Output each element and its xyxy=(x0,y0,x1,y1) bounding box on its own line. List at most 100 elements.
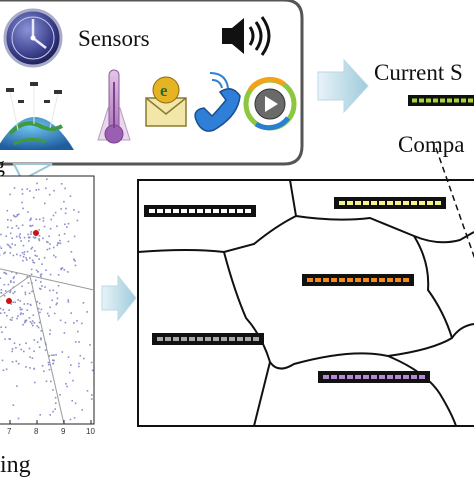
scatter-point xyxy=(64,224,66,226)
scatter-point xyxy=(92,370,94,372)
scatter-point xyxy=(22,208,24,210)
scatter-point xyxy=(48,364,50,366)
scatter-point xyxy=(40,276,42,278)
scatter-point xyxy=(40,337,42,339)
scatter-point xyxy=(16,385,18,387)
scatter-point xyxy=(68,223,70,225)
scatter-point xyxy=(28,237,30,239)
scatter-point xyxy=(45,269,47,271)
scatter-point xyxy=(67,271,69,273)
scatter-point xyxy=(24,303,26,305)
scatter-point xyxy=(53,215,55,217)
scatter-point xyxy=(59,234,61,236)
scatter-point xyxy=(29,356,31,358)
scatter-point xyxy=(4,338,6,340)
scatter-point xyxy=(31,291,33,293)
scatter-point xyxy=(12,301,14,303)
scatter-point xyxy=(11,243,13,245)
scatter-point xyxy=(83,358,85,360)
scatter-point xyxy=(5,327,7,329)
scatter-point xyxy=(41,273,43,275)
scatter-point xyxy=(52,411,54,413)
current-state-bar xyxy=(408,95,474,106)
scatter-point xyxy=(60,208,62,210)
scatter-point xyxy=(23,351,25,353)
scatter-point xyxy=(14,187,16,189)
scatter-point xyxy=(31,323,33,325)
scatter-point xyxy=(46,178,48,180)
scatter-point xyxy=(21,286,23,288)
scatter-point xyxy=(6,315,8,317)
scatter-point xyxy=(54,313,56,315)
scatter-point xyxy=(41,285,43,287)
scatter-point xyxy=(49,248,51,250)
scatter-point xyxy=(57,298,59,300)
scatter-point xyxy=(13,215,15,217)
scatter-point xyxy=(29,293,31,295)
scatter-point xyxy=(55,354,57,356)
scatter-point xyxy=(62,351,64,353)
scatter-point xyxy=(38,229,40,231)
x-tick-label: 8 xyxy=(34,427,38,436)
scatter-point xyxy=(40,339,42,341)
scatter-point xyxy=(27,251,29,253)
scatter-point xyxy=(44,203,46,205)
scatter-point xyxy=(32,259,34,261)
x-tick-label: 7 xyxy=(7,427,11,436)
scatter-point xyxy=(55,256,57,258)
scatter-point xyxy=(16,225,18,227)
scatter-point xyxy=(56,225,58,227)
scatter-point xyxy=(41,309,43,311)
scatter-point xyxy=(42,365,44,367)
scatter-point xyxy=(39,219,41,221)
scatter-point xyxy=(0,326,2,328)
scatter-point xyxy=(30,304,32,306)
scatter-point xyxy=(25,342,27,344)
scatter-point xyxy=(32,325,34,327)
scatter-point xyxy=(34,237,36,239)
scatter-point xyxy=(13,278,15,280)
scatter-point xyxy=(24,251,26,253)
scatter-point xyxy=(80,355,82,357)
scatter-point xyxy=(75,265,77,267)
scatter-point xyxy=(13,281,15,283)
scatter-point xyxy=(8,309,10,311)
scatter-point xyxy=(3,272,5,274)
scatter-point xyxy=(29,367,31,369)
scatter-point xyxy=(13,404,15,406)
scatter-point xyxy=(4,284,6,286)
scatter-point xyxy=(7,227,9,229)
scatter-point xyxy=(30,321,32,323)
scatter-point xyxy=(60,243,62,245)
scatter-point xyxy=(25,366,27,368)
scatter-point xyxy=(51,300,53,302)
scatter-point xyxy=(72,380,74,382)
scatter-point xyxy=(16,360,18,362)
scatter-point xyxy=(2,360,4,362)
scatter-point xyxy=(19,235,21,237)
scatter-point xyxy=(40,281,42,283)
scatter-point xyxy=(43,220,45,222)
scatter-point xyxy=(32,225,34,227)
scatter-point xyxy=(53,190,55,192)
scatter-point xyxy=(39,240,41,242)
scatter-point xyxy=(78,363,80,365)
cluster-centroid xyxy=(6,298,12,304)
scatter-point xyxy=(20,255,22,257)
scatter-point xyxy=(68,241,70,243)
scatter-point xyxy=(38,238,40,240)
scatter-point xyxy=(67,299,69,301)
scatter-point xyxy=(9,339,11,341)
scatter-point xyxy=(50,219,52,221)
scatter-point xyxy=(41,263,43,265)
scatter-point xyxy=(0,277,1,279)
state-bar-orange xyxy=(302,274,414,286)
scatter-point xyxy=(49,369,51,371)
scatter-point xyxy=(33,350,35,352)
media-player-icon xyxy=(246,79,294,128)
scatter-point xyxy=(53,255,55,257)
scatter-point xyxy=(24,320,26,322)
scatter-point xyxy=(9,194,11,196)
scatter-point xyxy=(49,290,51,292)
scatter-point xyxy=(37,325,39,327)
